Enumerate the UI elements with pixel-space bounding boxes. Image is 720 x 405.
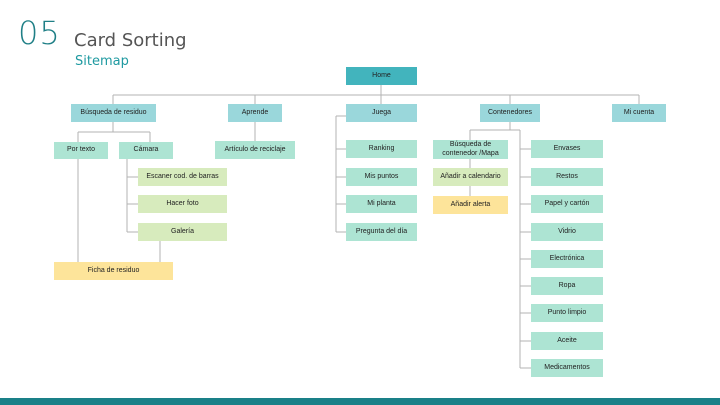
node-anadir-alerta: Añadir alerta [433,196,508,214]
node-medicamentos: Medicamentos [531,359,603,377]
node-punto-limpio: Punto limpio [531,304,603,322]
node-electronica: Electrónica [531,250,603,268]
slide-subtitle: Sitemap [75,54,129,69]
bottom-accent-bar [0,398,720,405]
node-ropa: Ropa [531,277,603,295]
node-articulo-de-reciclaje: Artículo de reciclaje [215,141,295,159]
node-aceite: Aceite [531,332,603,350]
slide-title: Card Sorting [74,30,187,51]
node-papel-y-carton: Papel y cartón [531,195,603,213]
node-busqueda-de-contenedor: Búsqueda de contenedor /Mapa [433,140,508,159]
node-mi-planta: Mi planta [346,195,417,213]
node-aprende: Aprende [228,104,282,122]
node-envases: Envases [531,140,603,158]
node-home: Home [346,67,417,85]
node-restos: Restos [531,168,603,186]
node-hacer-foto: Hacer foto [138,195,227,213]
node-contenedores: Contenedores [480,104,540,122]
slide-number: 05 [18,14,61,52]
node-juega: Juega [346,104,417,122]
node-anadir-a-calendario: Añadir a calendario [433,168,508,186]
node-escaner: Escaner cod. de barras [138,168,227,186]
node-busqueda-de-residuo: Búsqueda de residuo [71,104,156,122]
node-camara: Cámara [119,142,173,159]
node-pregunta-del-dia: Pregunta del día [346,223,417,241]
node-mis-puntos: Mis puntos [346,168,417,186]
node-ficha-de-residuo: Ficha de residuo [54,262,173,280]
node-ranking: Ranking [346,140,417,158]
node-vidrio: Vidrio [531,223,603,241]
node-mi-cuenta: Mi cuenta [612,104,666,122]
node-galeria: Galería [138,223,227,241]
node-por-texto: Por texto [54,142,108,159]
